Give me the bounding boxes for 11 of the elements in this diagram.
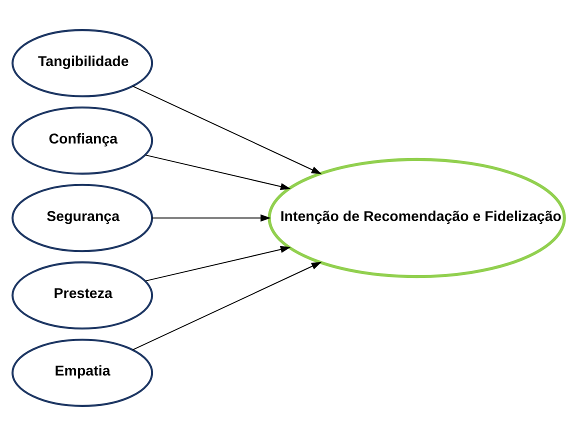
- arrow: [145, 154, 291, 190]
- node-ellipse: Tangibilidade: [12, 28, 154, 97]
- arrow: [152, 214, 271, 222]
- node-ellipse: Presteza: [12, 260, 154, 330]
- arrow: [145, 245, 291, 281]
- node-ellipse: Intenção de Recomendação e Fidelização: [268, 157, 566, 278]
- node-ellipse: Segurança: [12, 183, 154, 252]
- node-ellipse: Confiança: [12, 106, 154, 174]
- arrow: [132, 85, 322, 174]
- arrow: [132, 261, 322, 350]
- node-ellipse: Empatia: [12, 338, 154, 406]
